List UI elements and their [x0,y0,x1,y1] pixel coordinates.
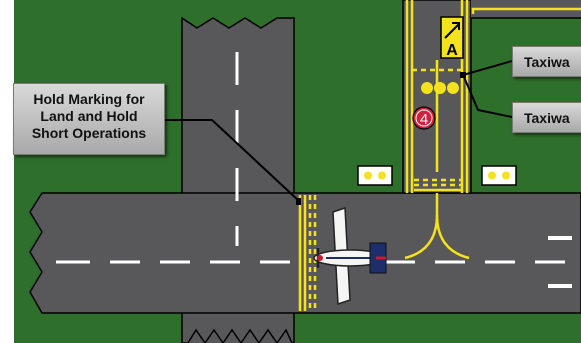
runway-side-marks [548,236,572,288]
guard-light-fixture-right [481,165,517,186]
crossing-runway-bottom-edge [187,328,293,343]
taxiway-direction-sign: A [440,16,464,59]
hold-marking-callout: Hold Marking for Land and Hold Short Ope… [13,83,165,155]
airplane [313,206,387,306]
runway-location-sign: 4 [412,106,436,130]
runway-guard-lights [421,82,459,94]
guard-light-fixture-left [357,165,393,186]
taxiway-markings [404,0,581,260]
direction-sign-letter: A [446,42,458,59]
hold-marking-callout-line2: Land and Hold [40,108,138,124]
runway-sign-number: 4 [420,111,428,128]
taxiway-callout-top-text: Taxiwa [524,54,570,70]
callout-leader-lines [165,60,513,202]
taxiway-callout-bottom: Taxiwa [512,102,581,133]
taxiway-callout-top: Taxiwa [512,46,581,77]
taxiway-hold-position-marking [412,68,462,192]
taxiway-callout-bottom-text: Taxiwa [524,110,570,126]
hold-marking-callout-line1: Hold Marking for [33,91,145,107]
hold-marking-callout-line3: Short Operations [31,125,147,141]
